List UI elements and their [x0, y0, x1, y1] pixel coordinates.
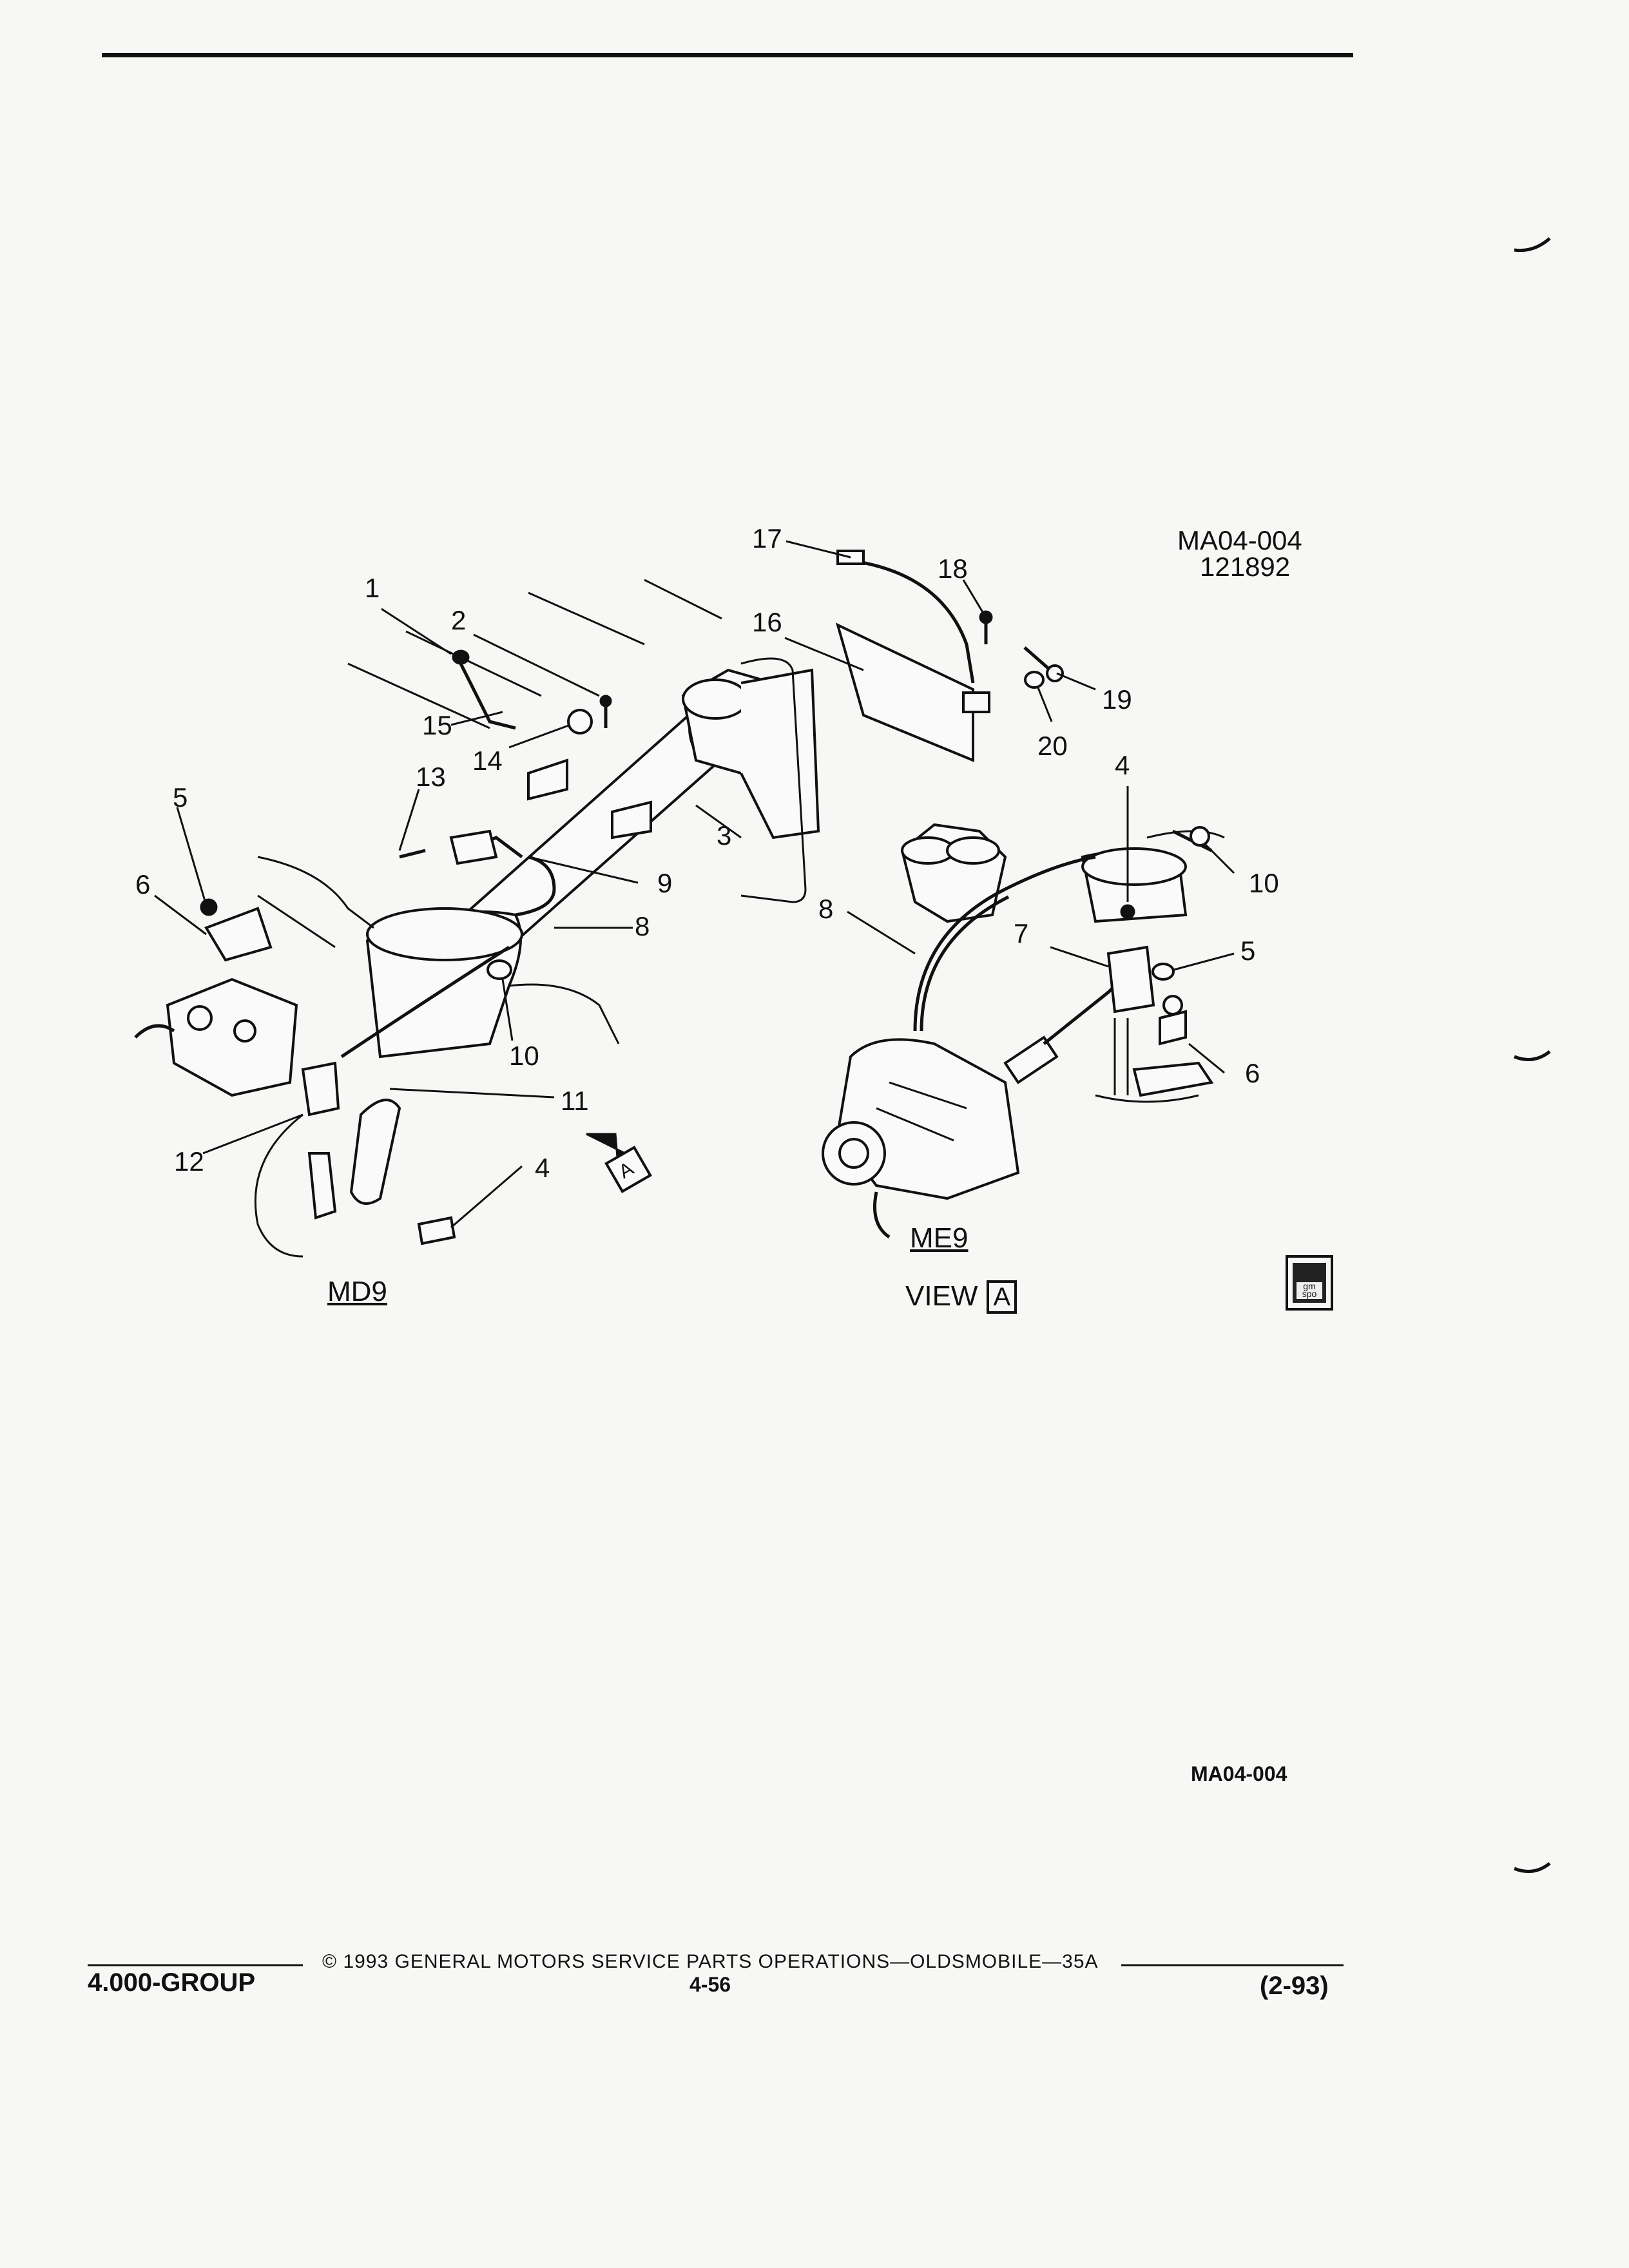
view-a-label: VIEW A [905, 1280, 1017, 1314]
callout-17: 17 [752, 523, 782, 553]
callout-16: 16 [752, 607, 782, 637]
gm-spo-logo: gm spo [1298, 1282, 1321, 1298]
callout-1: 1 [365, 573, 380, 603]
footer-page-number: 4-56 [689, 1973, 731, 1996]
footer-copyright: © 1993 GENERAL MOTORS SERVICE PARTS OPER… [322, 1951, 1099, 1972]
callout-6-left: 6 [135, 869, 151, 899]
view-letter-box: A [987, 1280, 1017, 1314]
leader-lines-right [784, 540, 1235, 1074]
callout-5-right: 5 [1240, 936, 1256, 966]
callout-12: 12 [174, 1146, 204, 1177]
callout-19: 19 [1102, 684, 1132, 715]
figure-ref-code: MA04-004 [1177, 525, 1302, 555]
callout-8-left: 8 [635, 911, 650, 941]
callout-18: 18 [938, 553, 968, 584]
callout-3: 3 [717, 820, 732, 850]
callout-10-left: 10 [509, 1041, 539, 1071]
callout-6-right: 6 [1245, 1058, 1260, 1088]
steering-column-drawing [134, 579, 820, 1258]
callout-2: 2 [451, 605, 467, 635]
callout-4-left: 4 [535, 1153, 550, 1183]
callout-8-right: 8 [818, 894, 834, 924]
leader-lines-left [154, 608, 742, 1229]
callout-13: 13 [416, 762, 446, 792]
logo-spo: spo [1302, 1289, 1317, 1299]
callout-11: 11 [561, 1086, 589, 1116]
callout-20: 20 [1037, 731, 1068, 761]
left-view-label: MD9 [327, 1276, 387, 1307]
callout-4-right: 4 [1115, 750, 1130, 780]
footer-revision: (2-93) [1260, 1972, 1329, 2000]
top-rule [102, 53, 1353, 57]
callout-7: 7 [1014, 918, 1029, 948]
callout-14: 14 [472, 745, 503, 776]
callout-10-right: 10 [1249, 868, 1279, 898]
right-view-label: ME9 [910, 1222, 969, 1254]
cable-bracket-drawing [822, 550, 1333, 1311]
callout-5-left: 5 [173, 782, 188, 812]
figure-ref-date: 121892 [1200, 552, 1291, 582]
logo-gm: gm [1303, 1281, 1316, 1291]
bottom-code: MA04-004 [1191, 1762, 1287, 1785]
callout-15: 15 [422, 710, 452, 740]
footer-group: 4.000-GROUP [88, 1968, 256, 1997]
view-text: VIEW [905, 1280, 978, 1312]
callout-9: 9 [657, 868, 673, 898]
